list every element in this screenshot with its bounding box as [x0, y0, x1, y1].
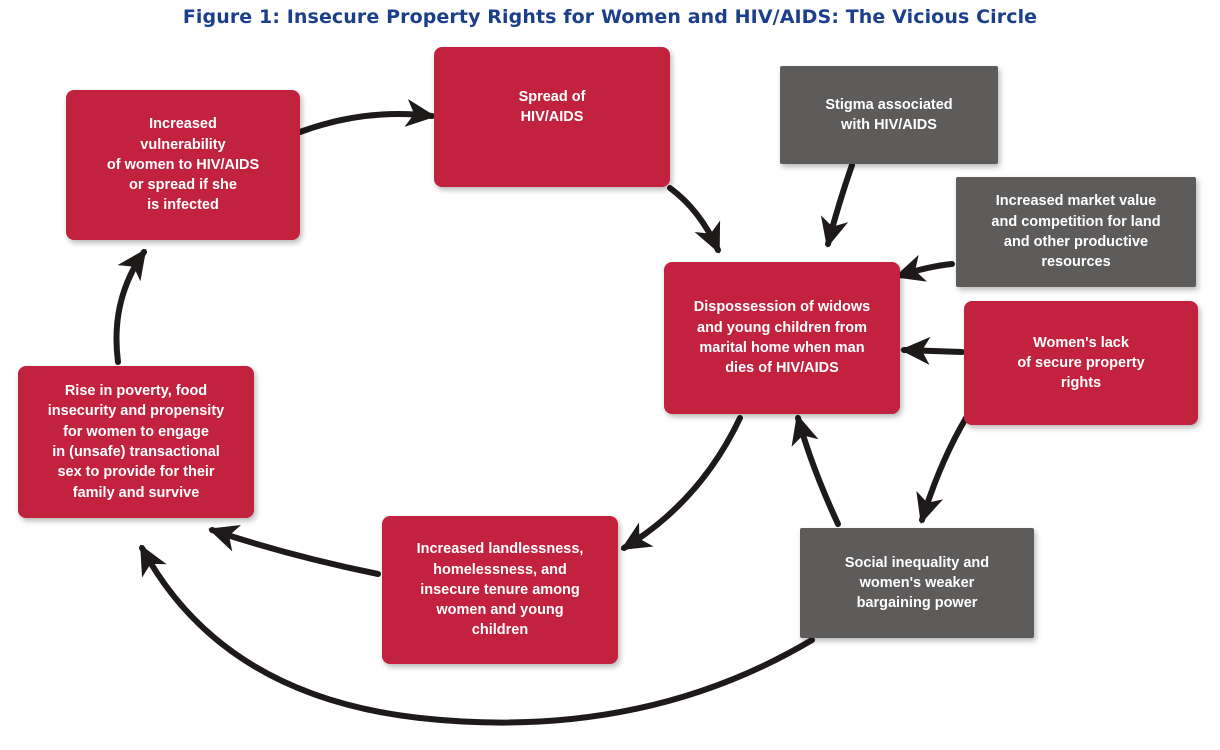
node-spread-of-hiv-aids: Spread of HIV/AIDS — [434, 47, 670, 187]
node-stigma: Stigma associated with HIV/AIDS — [780, 66, 998, 164]
arrow-landlessness-to-poverty — [208, 524, 381, 577]
arrow-rights-to-dispossession — [900, 336, 965, 365]
arrow-dispossession-to-landlessness — [620, 415, 743, 551]
figure-title: Figure 1: Insecure Property Rights for W… — [182, 6, 1038, 28]
arrow-poverty-to-vulnerability — [113, 248, 147, 365]
node-landlessness: Increased landlessness, homelessness, an… — [382, 516, 618, 664]
arrow-rights-to-inequality — [916, 415, 969, 524]
node-increased-vulnerability: Increased vulnerability of women to HIV/… — [66, 90, 300, 240]
node-rise-in-poverty: Rise in poverty, food insecurity and pro… — [18, 366, 254, 518]
arrow-spread-to-dispossession — [667, 185, 721, 254]
arrow-inequality-to-poverty — [139, 544, 815, 726]
arrow-stigma-to-dispossession — [820, 162, 855, 248]
arrow-inequality-to-dispossession — [791, 414, 841, 527]
arrow-market-to-dispossession — [894, 254, 955, 282]
node-dispossession: Dispossession of widows and young childr… — [664, 262, 900, 414]
node-social-inequality: Social inequality and women's weaker bar… — [800, 528, 1034, 638]
node-market-value: Increased market value and competition f… — [956, 177, 1196, 287]
arrow-vulnerability-to-spread — [297, 99, 436, 135]
node-womens-property-rights: Women's lack of secure property rights — [964, 301, 1198, 425]
